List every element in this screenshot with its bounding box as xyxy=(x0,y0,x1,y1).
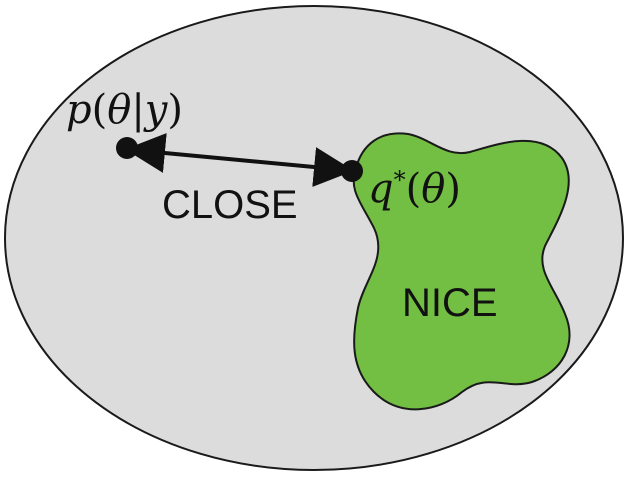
posterior-label: p(θ|y) xyxy=(66,87,183,133)
close-arrow xyxy=(125,133,354,187)
posterior-point xyxy=(116,137,138,159)
nice-region-blob xyxy=(352,132,571,411)
nice-label: NICE xyxy=(402,281,498,325)
close-label: CLOSE xyxy=(162,183,298,227)
approximation-label: q*(θ) xyxy=(368,166,461,212)
approximation-point xyxy=(341,160,363,182)
